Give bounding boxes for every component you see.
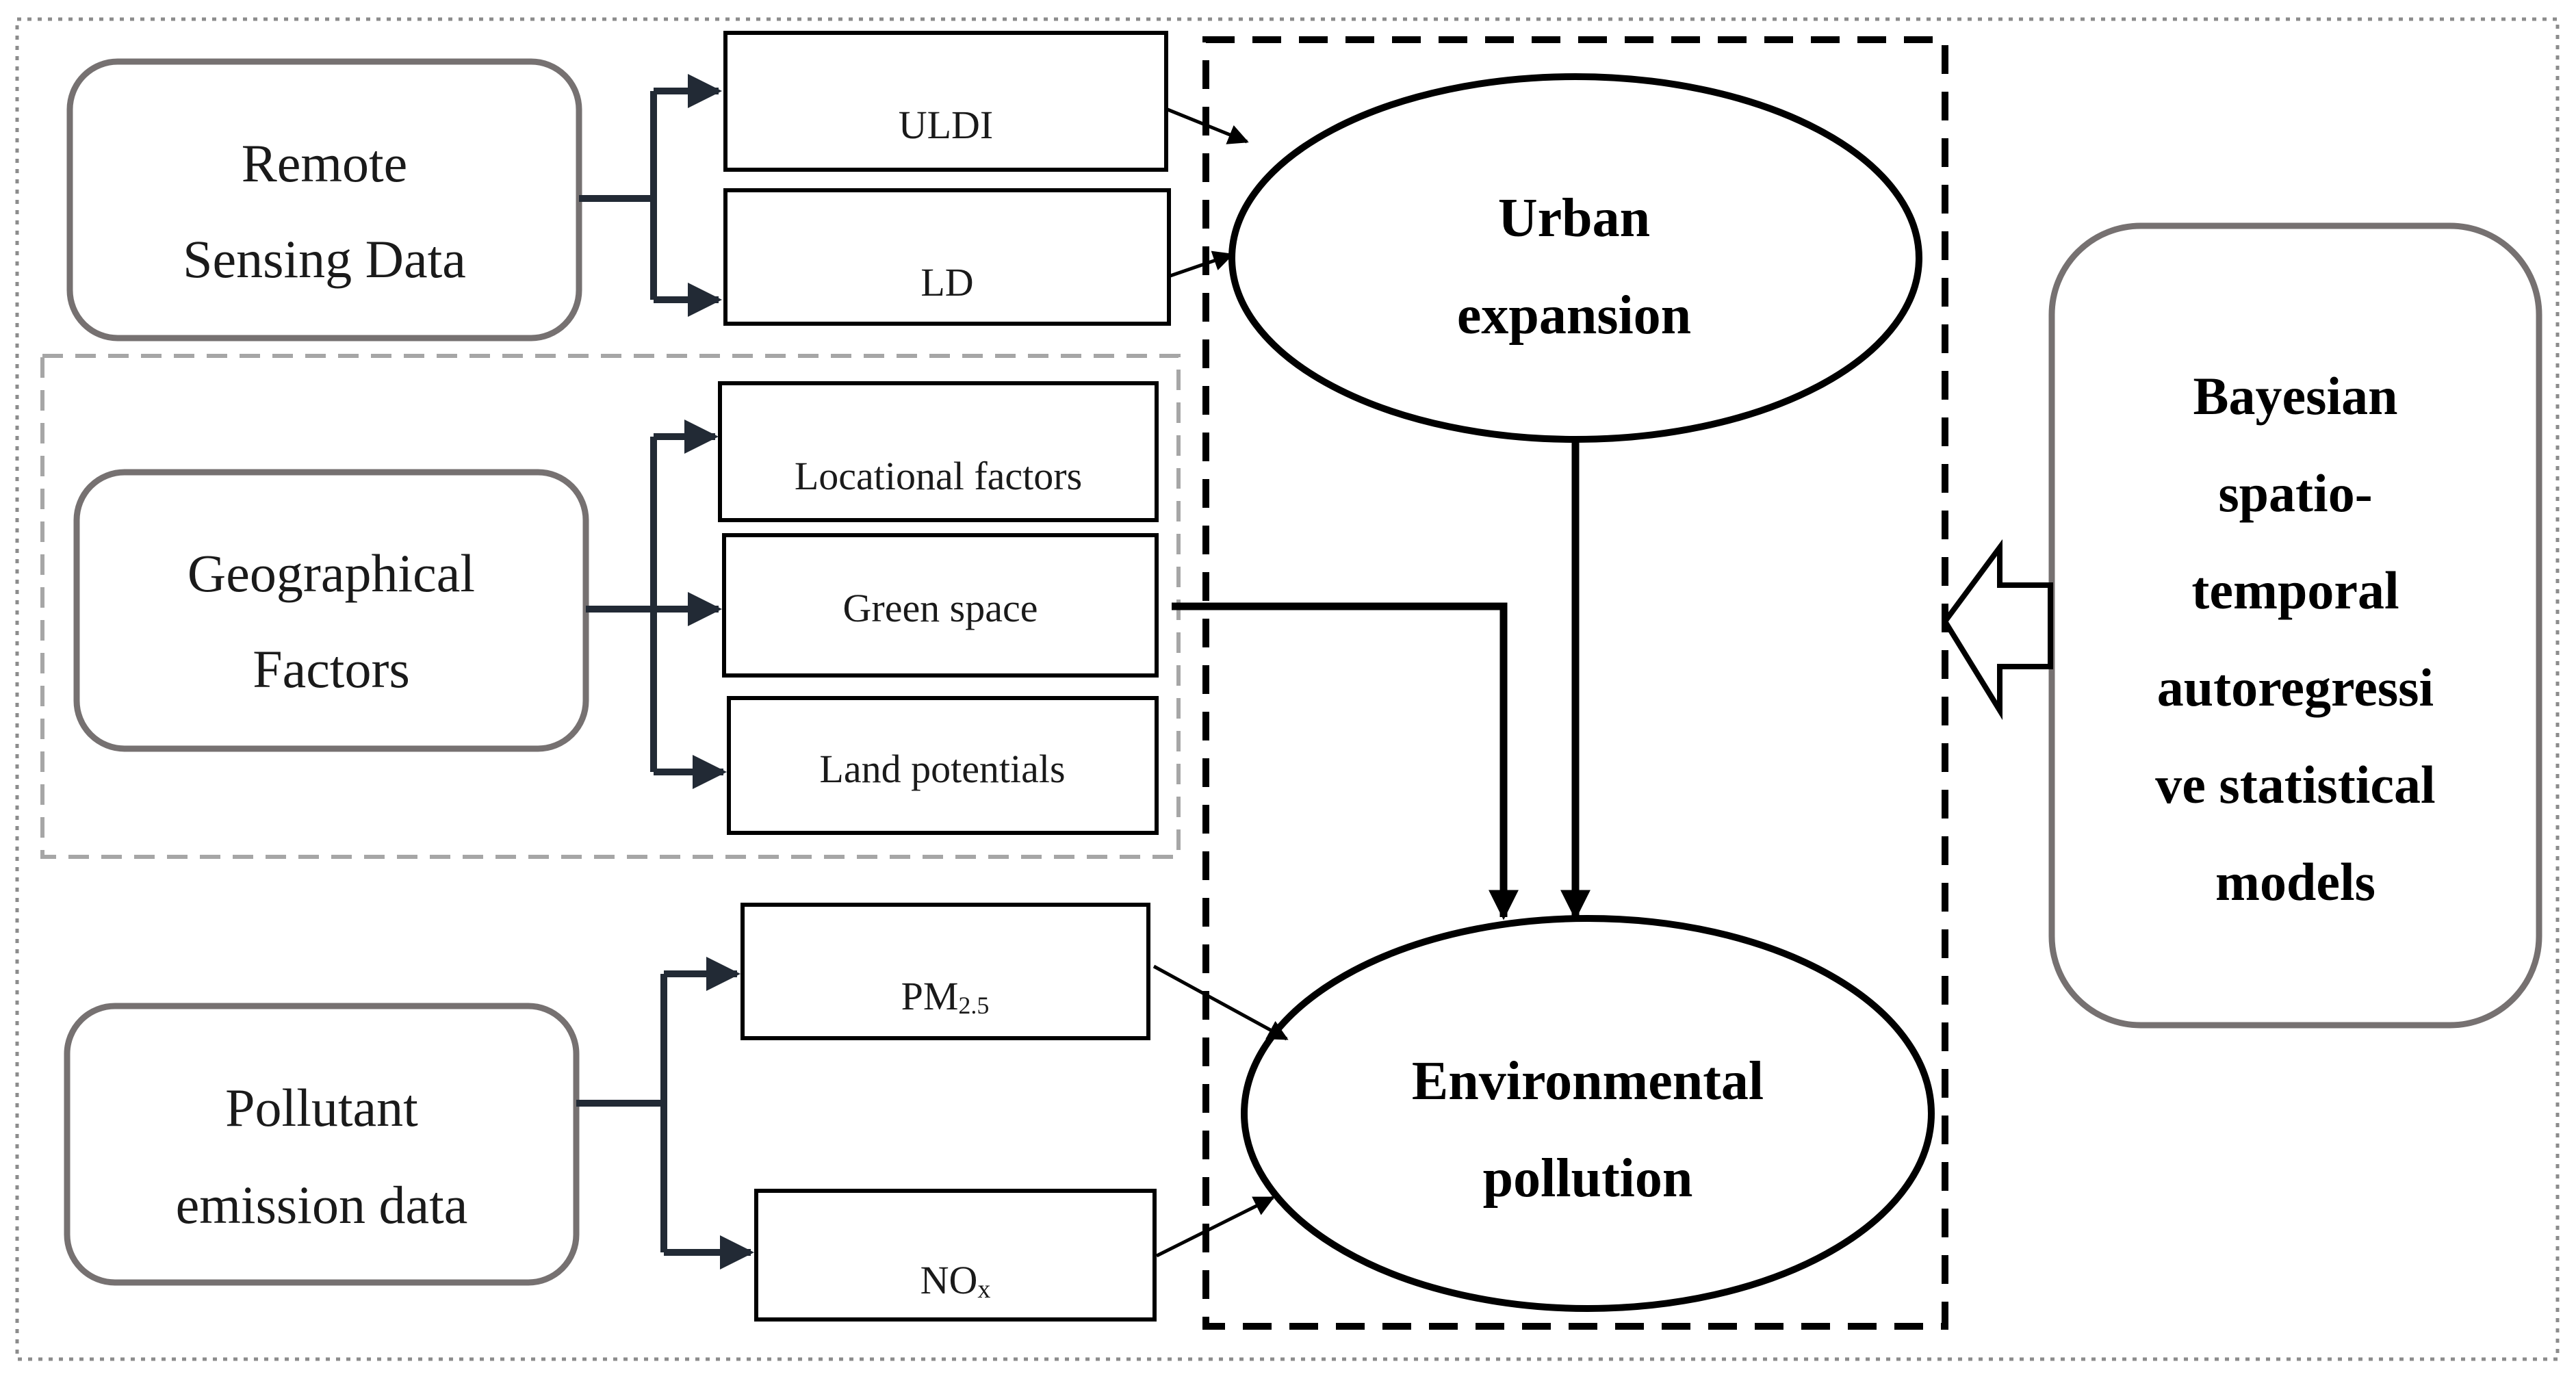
geographical-connector [586, 420, 727, 789]
urban-expansion-label-line1: Urban [1498, 188, 1650, 248]
pm25-subscript: 2.5 [958, 992, 989, 1019]
nox-label: NOx [920, 1258, 991, 1304]
environmental-pollution-label-line1: Environmental [1412, 1051, 1764, 1111]
urban-expansion-node: Urban expansion [1228, 73, 1922, 443]
land-potentials-box: Land potentials [727, 696, 1159, 835]
pollutant-label-line1: Pollutant [225, 1078, 418, 1137]
green-space-box: Green space [722, 533, 1159, 678]
nox-box: NOx [754, 1189, 1157, 1322]
arrow-ld-to-urban [1170, 250, 1234, 278]
bayesian-model-box: Bayesian spatio- temporal autoregressi v… [2048, 222, 2542, 1029]
arrow-green-space-to-pollution [1172, 602, 1519, 920]
ld-box: LD [723, 188, 1171, 326]
model-label-line2: spatio- [2218, 463, 2372, 523]
remote-sensing-label-line2: Sensing Data [183, 229, 466, 289]
model-label-line6: models [2215, 852, 2375, 912]
green-space-label: Green space [843, 586, 1038, 630]
pm25-box: PM2.5 [740, 903, 1150, 1040]
locational-factors-label: Locational factors [795, 454, 1082, 498]
uldi-label: ULDI [899, 103, 994, 147]
pm25-base: PM [901, 974, 959, 1018]
environmental-pollution-label-line2: pollution [1483, 1148, 1693, 1209]
nox-subscript: x [977, 1275, 990, 1304]
uldi-box: ULDI [723, 31, 1168, 172]
remote-sensing-box: Remote Sensing Data [66, 58, 582, 341]
model-label-line5: ve statistical [2155, 755, 2435, 814]
pollutant-connector [576, 957, 754, 1270]
geographical-label-line1: Geographical [188, 543, 475, 603]
environmental-pollution-node: Environmental pollution [1241, 915, 1935, 1312]
geographical-label-line2: Factors [253, 639, 410, 699]
pm25-label: PM2.5 [901, 974, 990, 1019]
arrow-uldi-to-urban [1167, 107, 1249, 144]
land-potentials-label: Land potentials [819, 747, 1065, 791]
model-influence-arrow-icon [1942, 539, 2053, 721]
geographical-factors-box: Geographical Factors [73, 469, 589, 752]
arrow-pm25-to-pollution [1152, 964, 1289, 1041]
outcome-arrows [1152, 107, 1590, 1258]
pollutant-label-line2: emission data [176, 1175, 468, 1235]
locational-factors-box: Locational factors [718, 381, 1159, 522]
pollutant-emission-box: Pollutant emission data [64, 1003, 580, 1286]
arrow-nox-to-pollution [1155, 1196, 1275, 1258]
outcome-group-frame [1202, 36, 1948, 1330]
nox-base: NO [920, 1258, 978, 1302]
ld-label: LD [920, 260, 973, 305]
model-label-line1: Bayesian [2193, 366, 2397, 426]
remote-sensing-label-line1: Remote [242, 133, 408, 193]
model-label-line4: autoregressi [2157, 658, 2434, 717]
remote-sensing-connector [579, 74, 722, 317]
urban-expansion-label-line2: expansion [1457, 285, 1691, 346]
model-label-line3: temporal [2191, 560, 2399, 620]
